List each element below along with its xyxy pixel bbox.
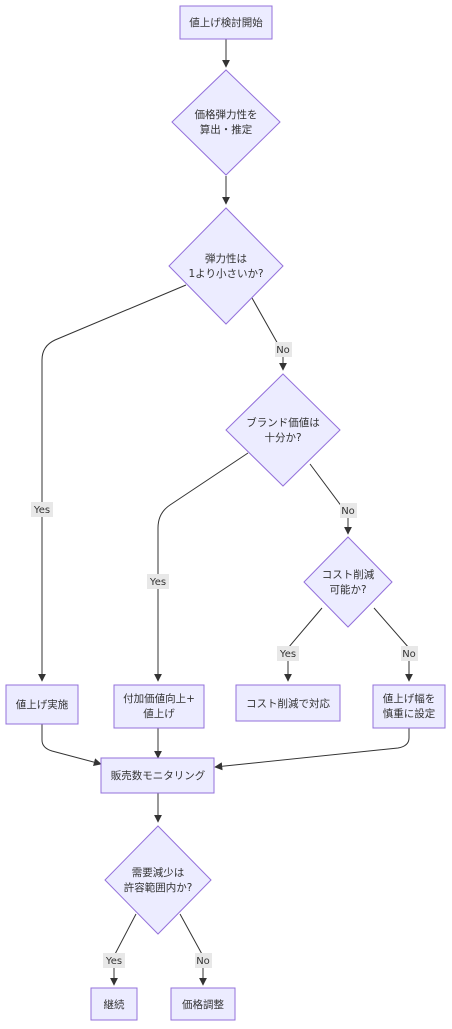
edge-raise-to-monitor	[41, 724, 102, 767]
svg-text:ブランド価値は: ブランド価値は	[246, 416, 320, 429]
node-continue[interactable]: 継続	[90, 987, 138, 1021]
edge-label-brand-no: No	[340, 503, 357, 518]
svg-text:値上げ: 値上げ	[143, 707, 175, 720]
svg-text:Yes: Yes	[149, 577, 166, 588]
edge-label-elasticity-no: No	[275, 342, 292, 357]
edge-brand-no	[309, 463, 352, 535]
edge-careful-to-monitor	[214, 728, 410, 771]
svg-text:コスト削減で対応: コスト削減で対応	[246, 697, 330, 710]
edge-elasticity-no	[251, 297, 287, 371]
edge-labels: Yes No Yes No Yes No Yes No	[31, 342, 418, 968]
svg-text:Yes: Yes	[33, 505, 50, 516]
node-brand-check[interactable]: ブランド価値は 十分か?	[225, 373, 341, 487]
edge-label-elasticity-yes: Yes	[31, 502, 53, 517]
node-careful-raise[interactable]: 値上げ幅を 慎重に設定	[372, 684, 446, 729]
svg-text:価格弾力性を: 価格弾力性を	[195, 108, 258, 121]
svg-text:No: No	[276, 345, 290, 356]
edge-cost-yes	[284, 607, 323, 682]
svg-text:十分か?: 十分か?	[264, 431, 301, 444]
edge-demand-yes	[110, 913, 137, 986]
svg-text:値上げ幅を: 値上げ幅を	[383, 692, 436, 705]
svg-text:価格調整: 価格調整	[182, 998, 224, 1011]
node-demand-check[interactable]: 需要減少は 許容範囲内か?	[104, 825, 212, 935]
node-elasticity-check[interactable]: 弾力性は 1より小さいか?	[168, 207, 284, 325]
edge-label-cost-no: No	[401, 646, 418, 661]
edge-label-cost-yes: Yes	[277, 646, 299, 661]
svg-text:Yes: Yes	[279, 649, 296, 660]
svg-text:弾力性は: 弾力性は	[205, 252, 247, 265]
edge-label-demand-yes: Yes	[103, 953, 125, 968]
svg-text:値上げ実施: 値上げ実施	[16, 698, 69, 711]
svg-text:No: No	[402, 649, 416, 660]
svg-text:値上げ検討開始: 値上げ検討開始	[189, 16, 263, 29]
node-add-value[interactable]: 付加価値向上+ 値上げ	[113, 684, 205, 729]
node-cost-cut[interactable]: コスト削減で対応	[235, 684, 341, 722]
node-start[interactable]: 値上げ検討開始	[179, 5, 273, 40]
svg-text:慎重に設定: 慎重に設定	[383, 707, 436, 720]
svg-text:No: No	[341, 506, 355, 517]
edge-label-demand-no: No	[195, 953, 212, 968]
svg-text:算出・推定: 算出・推定	[200, 123, 253, 136]
node-monitor[interactable]: 販売数モニタリング	[100, 757, 215, 794]
edge-brand-yes	[154, 452, 249, 682]
svg-text:1より小さいか?: 1より小さいか?	[188, 268, 263, 280]
node-cost-check[interactable]: コスト削減 可能か?	[303, 536, 393, 628]
node-adjust[interactable]: 価格調整	[170, 987, 236, 1021]
svg-text:需要減少は: 需要減少は	[132, 866, 185, 879]
svg-text:付加価値向上+: 付加価値向上+	[123, 692, 195, 705]
svg-text:Yes: Yes	[105, 956, 122, 967]
edge-demand-no	[179, 913, 207, 986]
svg-text:可能か?: 可能か?	[329, 583, 366, 596]
svg-text:継続: 継続	[104, 998, 125, 1011]
svg-text:No: No	[196, 956, 210, 967]
edge-cost-no	[373, 607, 413, 682]
svg-text:許容範囲内か?: 許容範囲内か?	[124, 881, 193, 894]
svg-text:販売数モニタリング: 販売数モニタリング	[111, 769, 206, 782]
edge-label-brand-yes: Yes	[147, 574, 169, 589]
svg-text:コスト削減: コスト削減	[322, 568, 375, 581]
nodes: 値上げ検討開始 価格弾力性を 算出・推定 弾力性は 1より小さいか? ブランド価…	[5, 5, 446, 1021]
edge-elasticity-yes	[38, 284, 187, 682]
node-raise-price[interactable]: 値上げ実施	[5, 684, 79, 725]
node-elasticity-calc[interactable]: 価格弾力性を 算出・推定	[171, 69, 281, 176]
